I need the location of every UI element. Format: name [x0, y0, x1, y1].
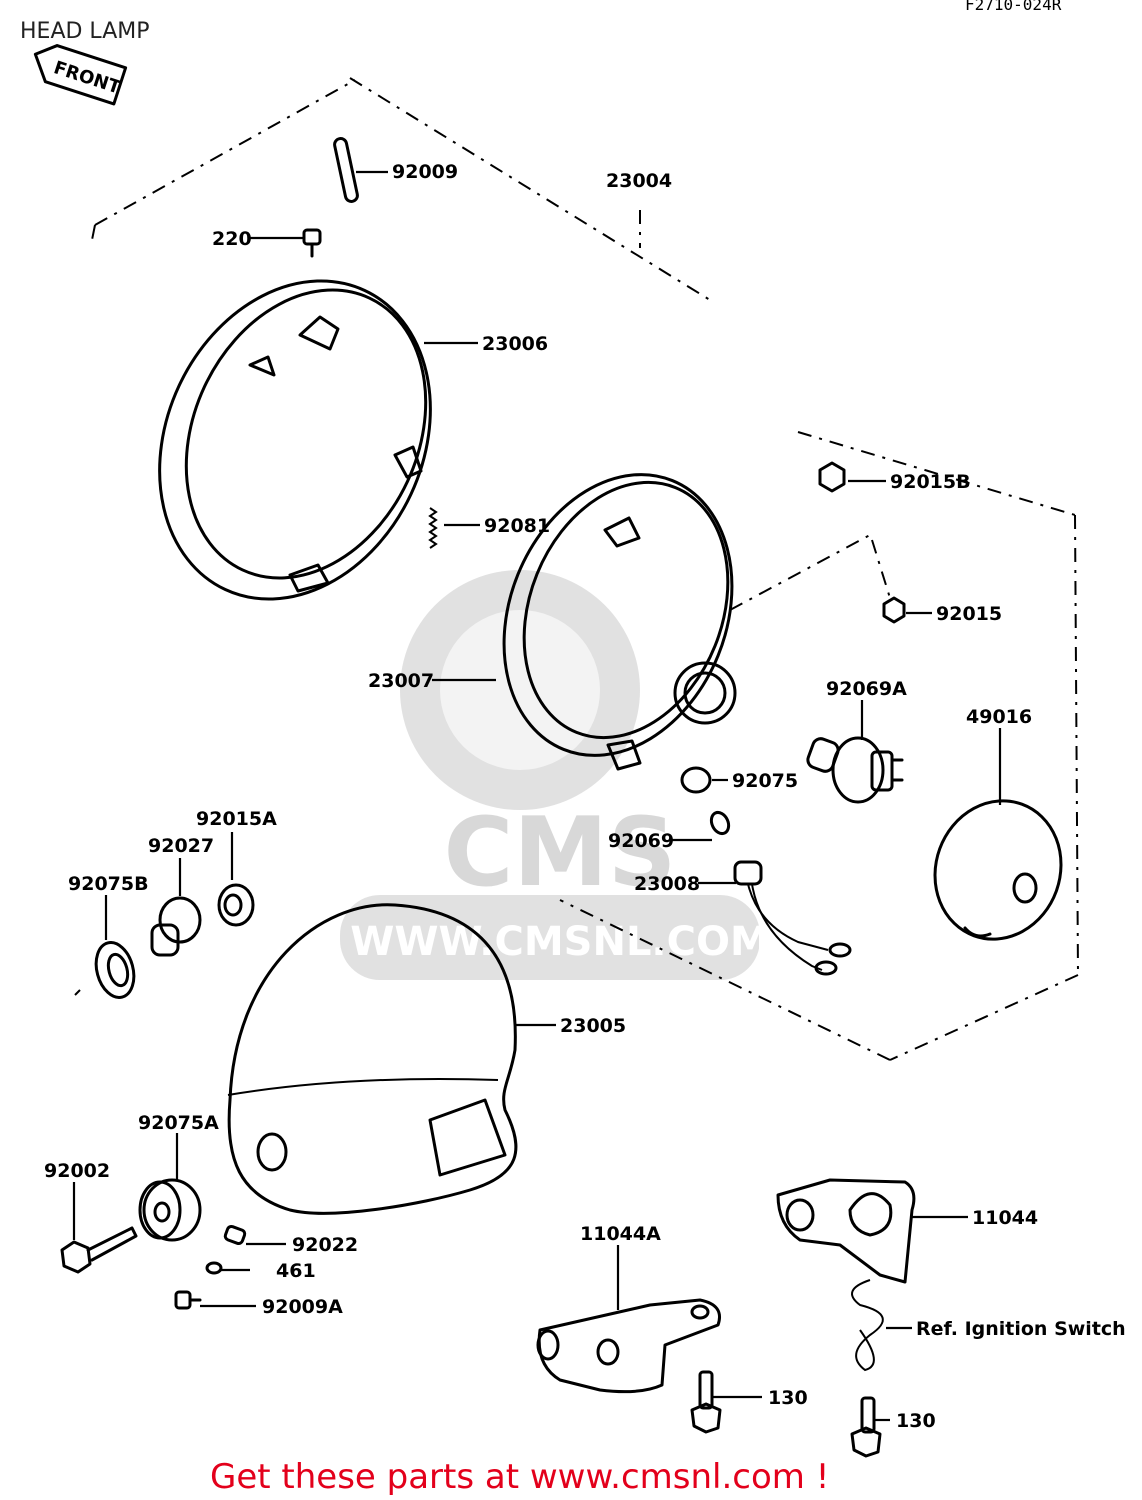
- label-23006: 23006: [482, 333, 548, 355]
- label-92075: 92075: [732, 770, 798, 792]
- clip-92022-icon: [223, 1224, 247, 1246]
- cover-49016-icon: [933, 799, 1063, 941]
- label-92081: 92081: [484, 515, 550, 537]
- rim-23006-icon: [158, 279, 432, 601]
- bolt-130-a-icon: [690, 1370, 722, 1434]
- diagram-title: HEAD LAMP: [20, 19, 150, 44]
- label-92075A: 92075A: [138, 1112, 219, 1134]
- bolt-92002-icon: [60, 1226, 138, 1274]
- cta-link[interactable]: Get these parts at www.cmsnl.com !: [210, 1457, 829, 1497]
- nut-92015A-icon: [217, 883, 255, 927]
- nut-92015B-icon: [818, 461, 846, 493]
- grommet-92075A-icon: [138, 1178, 202, 1242]
- label-23008: 23008: [634, 873, 700, 895]
- washer-461-icon: [205, 1261, 223, 1275]
- housing-23005-icon: [227, 903, 518, 1215]
- label-92015A: 92015A: [196, 808, 277, 830]
- front-arrow-icon: FRONT: [33, 44, 128, 106]
- label-92015B: 92015B: [890, 471, 971, 493]
- screw-220-icon: [302, 228, 322, 258]
- bracket-11044-icon: [776, 1178, 916, 1284]
- label-23004: 23004: [606, 170, 672, 192]
- label-130-a: 130: [768, 1387, 808, 1409]
- pin-92009-icon: [333, 137, 359, 203]
- spring-92081-icon: [428, 507, 438, 549]
- bolt-130-b-icon: [850, 1396, 882, 1458]
- label-92075B: 92075B: [68, 873, 149, 895]
- collar-92027-icon: [150, 896, 202, 957]
- label-92022: 92022: [292, 1234, 358, 1256]
- grommet-92075-icon: [680, 766, 712, 794]
- label-11044A: 11044A: [580, 1223, 661, 1245]
- label-92009: 92009: [392, 161, 458, 183]
- socket-23008-icon: [733, 860, 852, 976]
- screw-92009A-icon: [174, 1290, 202, 1310]
- label-ref-ignition-switch: Ref. Ignition Switch: [916, 1318, 1126, 1340]
- nut-92015-icon: [882, 596, 906, 624]
- ignition-wire-icon: [851, 1279, 884, 1372]
- label-92015: 92015: [936, 603, 1002, 625]
- label-11044: 11044: [972, 1207, 1038, 1229]
- label-461: 461: [276, 1260, 316, 1282]
- leader-lines: [72, 170, 1002, 1422]
- label-92069: 92069: [608, 830, 674, 852]
- bulb-92069-icon: [709, 810, 731, 836]
- label-130-b: 130: [896, 1410, 936, 1432]
- label-23005: 23005: [560, 1015, 626, 1037]
- watermark: CMS WWW.CMSNL.COM: [340, 570, 770, 980]
- bulb-92069A-icon: [806, 736, 904, 804]
- reflector-23007-icon: [502, 473, 737, 771]
- watermark-url: WWW.CMSNL.COM: [350, 919, 770, 965]
- part-labels: 92009 23004 220 23006 92015B 92081 92015…: [44, 161, 1126, 1432]
- label-92027: 92027: [148, 835, 214, 857]
- figure-code: F2710-024R: [965, 0, 1062, 14]
- watermark-brand: CMS: [444, 798, 677, 908]
- label-92009A: 92009A: [262, 1296, 343, 1318]
- label-220: 220: [212, 228, 252, 250]
- label-92002: 92002: [44, 1160, 110, 1182]
- label-92069A: 92069A: [826, 678, 907, 700]
- washer-92075B-icon: [94, 941, 136, 999]
- assembly-outline: [74, 77, 1079, 1061]
- label-49016: 49016: [966, 706, 1032, 728]
- label-23007: 23007: [368, 670, 434, 692]
- bracket-11044A-icon: [536, 1298, 721, 1394]
